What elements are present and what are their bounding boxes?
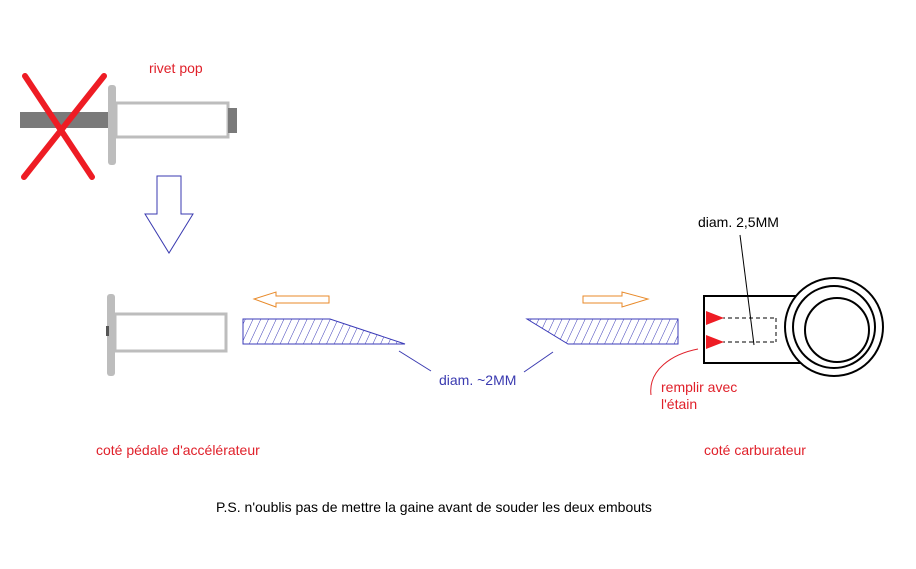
rivet-dark-mark — [106, 326, 109, 336]
rivet-tail-top — [228, 108, 237, 133]
arrow-left-orange-icon — [252, 291, 330, 308]
leader-right-2mm — [523, 351, 554, 373]
label-remplir-line1: remplir avec — [661, 379, 737, 395]
rivet-top — [20, 73, 237, 180]
rivet-flange-top — [108, 85, 116, 165]
label-remplir-line2: l'étain — [661, 396, 697, 412]
solder-top-icon — [706, 311, 724, 325]
label-ps-note: P.S. n'oublis pas de mettre la gaine ava… — [216, 499, 652, 515]
leader-2-5mm — [739, 234, 755, 346]
leader-left-2mm — [398, 350, 432, 372]
fitting-hole — [804, 297, 870, 363]
rivet-flange-bottom — [107, 294, 115, 376]
label-diam-2-5mm: diam. 2,5MM — [698, 214, 779, 230]
cross-line-2 — [21, 73, 107, 180]
leader-remplir — [650, 348, 699, 396]
solder-bottom-icon — [706, 335, 724, 349]
rivet-body-bottom — [113, 312, 228, 353]
carburetor-fitting — [703, 277, 884, 377]
down-arrow-icon — [144, 175, 194, 254]
rivet-body-top — [114, 101, 230, 139]
arrow-right-orange-icon — [582, 291, 650, 308]
cable-left-hatched — [242, 318, 406, 345]
cross-line-1 — [22, 73, 95, 180]
rivet-bottom — [106, 294, 228, 376]
label-cote-pedale: coté pédale d'accélérateur — [96, 442, 260, 458]
cable-right-hatched — [525, 318, 679, 345]
label-cote-carburateur: coté carburateur — [704, 442, 806, 458]
label-diam-2mm: diam. ~2MM — [439, 372, 516, 388]
label-rivet-pop: rivet pop — [149, 60, 203, 76]
